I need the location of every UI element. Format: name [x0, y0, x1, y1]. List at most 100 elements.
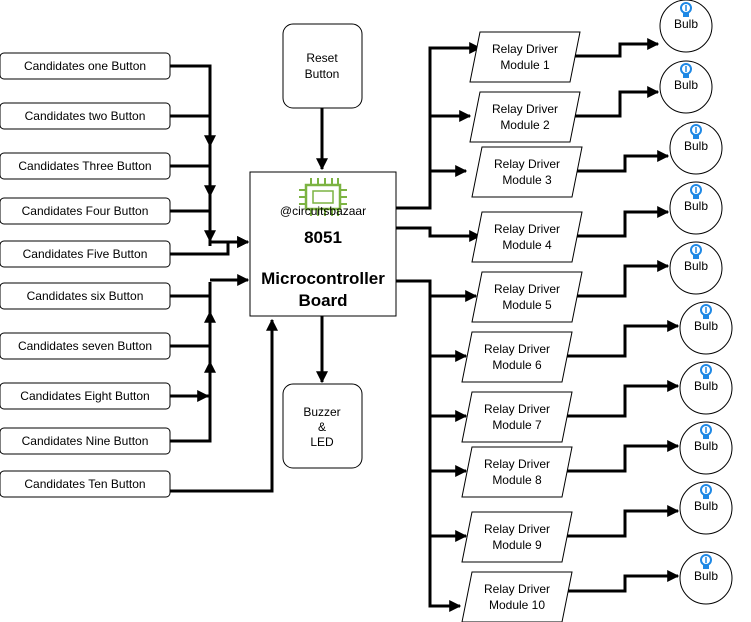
bulb-label: Bulb — [684, 259, 708, 273]
candidate-box — [0, 332, 171, 360]
wire-bulb-5 — [572, 260, 670, 298]
candidate-label: Candidates one Button — [24, 59, 146, 73]
lightbulb-icon — [700, 304, 712, 319]
relay-shape — [461, 331, 573, 383]
candidate-button-4: Candidates Four Button — [0, 197, 171, 225]
lightbulb-icon — [700, 484, 712, 499]
candidate-box — [0, 102, 171, 130]
bulb-label: Bulb — [694, 439, 718, 453]
bulb-label: Bulb — [694, 319, 718, 333]
candidate-box — [0, 382, 171, 410]
candidate-button-3: Candidates Three Button — [0, 152, 171, 180]
relay-shape — [461, 511, 573, 563]
bulb-circle — [679, 481, 733, 535]
chip-icon — [299, 178, 347, 216]
relay-label-line1: Relay Driver — [484, 582, 550, 596]
wire-bulb-2 — [570, 86, 660, 118]
bulb-4: Bulb — [669, 181, 723, 235]
buzzer-label-line2: & — [318, 420, 326, 434]
bulb-10: Bulb — [679, 551, 733, 605]
bulb-circle — [679, 361, 733, 415]
candidate-box — [0, 470, 171, 498]
relay-label-line2: Module 7 — [492, 418, 542, 432]
candidate-label: Candidates Four Button — [22, 204, 149, 218]
reset-label-line1: Reset — [306, 51, 338, 65]
relay-label-line2: Module 10 — [489, 598, 545, 612]
candidate-label: Candidates two Button — [25, 109, 146, 123]
relay-shape — [469, 91, 581, 143]
relay-label-line1: Relay Driver — [494, 222, 560, 236]
candidate-label: Candidates seven Button — [18, 339, 152, 353]
candidate-label: Candidates Ten Button — [24, 477, 145, 491]
candidate-box — [0, 152, 171, 180]
candidate-button-5: Candidates Five Button — [0, 240, 171, 268]
relay-label-line1: Relay Driver — [494, 157, 560, 171]
buzzer-label-line3: LED — [310, 435, 334, 449]
wire-relay-1 — [396, 42, 482, 210]
connection-lines — [170, 38, 680, 612]
relay-label-line2: Module 9 — [492, 538, 542, 552]
candidate-button-2: Candidates two Button — [0, 102, 171, 130]
wire-bulb-6 — [562, 320, 680, 358]
lightbulb-icon — [680, 2, 692, 17]
wire-candidate-10 — [170, 318, 278, 493]
buzzer-label-line1: Buzzer — [303, 405, 340, 419]
relay-label-line2: Module 6 — [492, 358, 542, 372]
relay-label-line2: Module 3 — [502, 173, 552, 187]
candidate-button-1: Candidates one Button — [0, 52, 171, 80]
bulb-circle — [679, 301, 733, 355]
bulb-3: Bulb — [669, 121, 723, 175]
bulb-label: Bulb — [694, 569, 718, 583]
candidate-label: Candidates Five Button — [23, 247, 148, 261]
bulb-8: Bulb — [679, 421, 733, 475]
bulb-2: Bulb — [659, 60, 713, 114]
candidate-box — [0, 282, 171, 310]
relay-label-line2: Module 8 — [492, 473, 542, 487]
lightbulb-icon — [690, 244, 702, 259]
relay-label-line1: Relay Driver — [484, 402, 550, 416]
relay-label-line2: Module 4 — [502, 238, 552, 252]
bulb-label: Bulb — [684, 199, 708, 213]
reset-label-line2: Button — [305, 67, 340, 81]
candidate-box — [0, 197, 171, 225]
relay-label-line1: Relay Driver — [484, 342, 550, 356]
wire-bulb-8 — [562, 440, 680, 473]
mcu-label-line3: Board — [298, 291, 347, 310]
bulb-1: Bulb — [659, 0, 713, 53]
relay-shape — [461, 571, 573, 622]
wire-bulb-3 — [572, 150, 670, 173]
bulb-circle — [669, 241, 723, 295]
wire-bulb-7 — [562, 380, 680, 418]
candidate-button-7: Candidates seven Button — [0, 332, 171, 360]
mcu-box — [249, 171, 397, 317]
wire-bulb-1 — [570, 38, 660, 58]
bulb-label: Bulb — [674, 17, 698, 31]
relay-label-line2: Module 2 — [500, 118, 550, 132]
relay-shape — [471, 271, 583, 323]
relay-shape — [461, 446, 573, 498]
mcu-block: @circuitsbazaar 8051 Microcontroller Boa… — [249, 171, 397, 317]
candidate-label: Candidates Three Button — [18, 159, 151, 173]
bulb-circle — [659, 0, 713, 53]
mcu-label-line2: Microcontroller — [261, 269, 385, 288]
bulb-circle — [669, 181, 723, 235]
candidate-box — [0, 427, 171, 455]
lightbulb-icon — [690, 184, 702, 199]
relay-shape — [471, 211, 583, 263]
relay-label-line1: Relay Driver — [492, 102, 558, 116]
relay-shape — [471, 146, 583, 198]
candidate-label: Candidates Eight Button — [20, 389, 149, 403]
lightbulb-icon — [680, 63, 692, 78]
bulb-9: Bulb — [679, 481, 733, 535]
candidate-label: Candidates Nine Button — [22, 434, 149, 448]
